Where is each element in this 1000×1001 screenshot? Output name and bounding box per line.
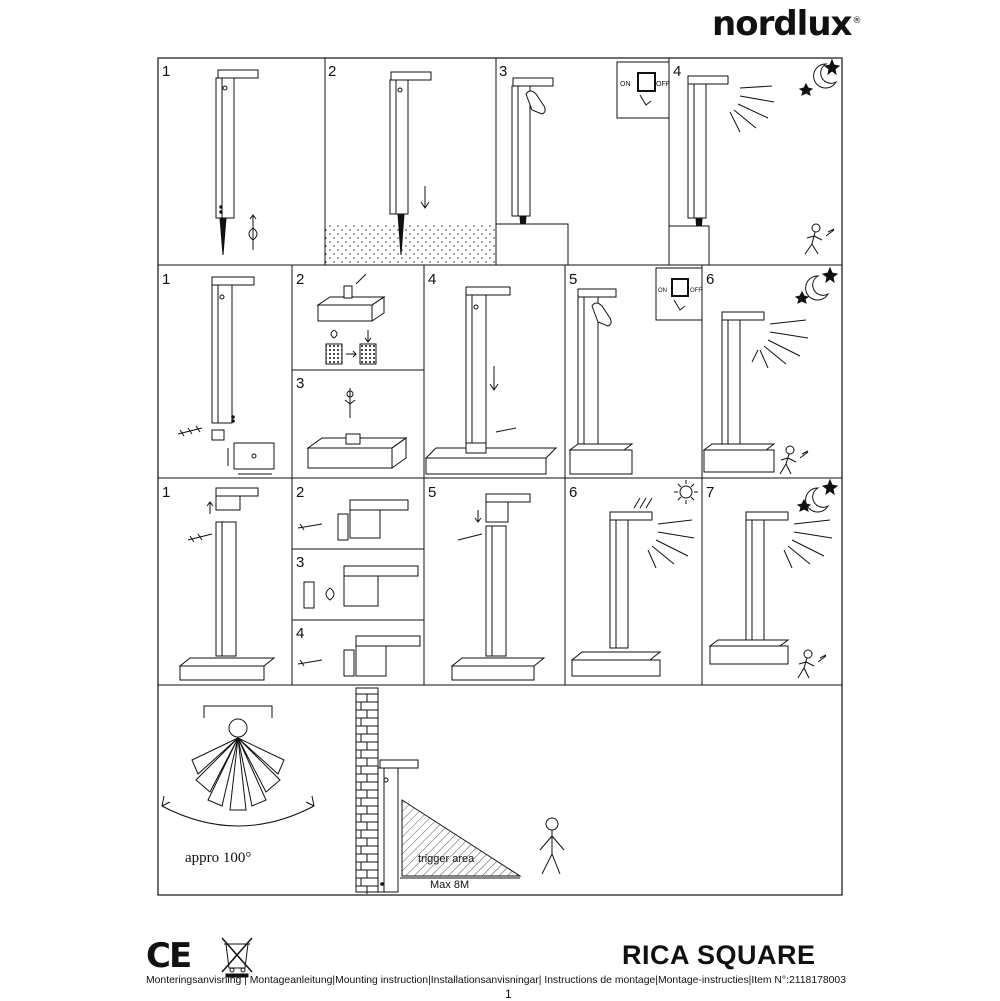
row3-step1-remove-head xyxy=(178,487,276,681)
switch-off-label: OFF xyxy=(656,81,670,88)
row3-step5-reattach-head xyxy=(450,493,546,681)
step-numbers: 1 2 3 4 1 2 4 5 6 1 2 5 6 7 3 3 4 xyxy=(162,63,714,642)
rotate-icon xyxy=(248,214,258,250)
step-number: 4 xyxy=(673,63,681,80)
step-number: 7 xyxy=(706,484,714,501)
moon-stars-icon xyxy=(796,478,839,513)
row1-step2-ground xyxy=(325,71,496,265)
walking-person-icon xyxy=(779,445,809,475)
step-number: 1 xyxy=(162,63,170,80)
switch-on-label: ON xyxy=(620,81,631,88)
step-number: 4 xyxy=(428,271,436,288)
row2-step2-drill xyxy=(316,273,386,365)
brick-lines xyxy=(356,693,378,894)
switch-on-label: ON xyxy=(658,288,667,294)
step-number: 5 xyxy=(428,484,436,501)
ce-mark: CE xyxy=(146,936,192,976)
sheet-frame xyxy=(157,57,843,896)
step-number: 2 xyxy=(296,484,304,501)
hand-icon xyxy=(525,90,546,115)
step-number: 3 xyxy=(296,375,304,392)
row3-step3-battery xyxy=(303,565,419,609)
walking-person-icon xyxy=(804,223,835,255)
page-number: 1 xyxy=(505,987,512,1001)
trigger-area-label: trigger area xyxy=(418,853,475,865)
row3-step2-open-cover xyxy=(297,499,409,541)
sensor-angle-label: appro 100° xyxy=(185,850,251,866)
brand-name: nordlux xyxy=(712,4,852,44)
row1-step3-switch-on xyxy=(495,61,670,266)
hand-icon xyxy=(591,302,612,327)
footer-instructions: Monteringsanvisning | Montageanleitung|M… xyxy=(146,975,846,986)
row2-step3-fix-bracket xyxy=(306,388,408,469)
row1-step1-post xyxy=(215,69,259,256)
range-label: Max 8M xyxy=(430,879,469,891)
step-number: 3 xyxy=(296,554,304,571)
step-number: 5 xyxy=(569,271,577,288)
moon-stars-icon xyxy=(794,266,839,304)
step-number: 6 xyxy=(569,484,577,501)
switch-icon xyxy=(637,72,656,92)
trigger-area xyxy=(401,799,522,877)
recycle-bin-icon xyxy=(221,937,253,978)
switch-inset xyxy=(655,267,703,321)
row3-step6-daylight-charge xyxy=(570,497,695,677)
step-number: 4 xyxy=(296,625,304,642)
brand-logo: nordlux® xyxy=(712,4,861,44)
moon-stars-icon xyxy=(798,58,841,96)
row2-step5-switch-on xyxy=(568,267,703,475)
registered-mark: ® xyxy=(852,16,861,26)
step-number: 3 xyxy=(499,63,507,80)
row2-step4-mount-post xyxy=(424,286,558,475)
row2-step6-night-light xyxy=(702,311,809,473)
sun-icon xyxy=(674,480,698,504)
step-number: 6 xyxy=(706,271,714,288)
standing-person-icon xyxy=(539,817,565,875)
walking-person-icon xyxy=(797,649,827,679)
sensor-wall-light xyxy=(377,759,419,893)
row3-step4-close-cover xyxy=(297,635,421,677)
step-number: 1 xyxy=(162,271,170,288)
certification-marks: CE xyxy=(146,936,192,976)
row1-step4-night-light xyxy=(668,75,775,266)
row3-step7-night-light xyxy=(708,511,833,665)
battery-icon xyxy=(303,581,315,609)
switch-off-label: OFF xyxy=(690,288,702,294)
step-number: 2 xyxy=(296,271,304,288)
step-number: 2 xyxy=(328,63,336,80)
sensor-angle-diagram xyxy=(161,705,315,827)
product-title: RICA SQUARE xyxy=(622,940,816,970)
row2-step1-wall-bracket xyxy=(177,276,275,475)
step-number: 1 xyxy=(162,484,170,501)
switch-icon xyxy=(671,278,689,297)
